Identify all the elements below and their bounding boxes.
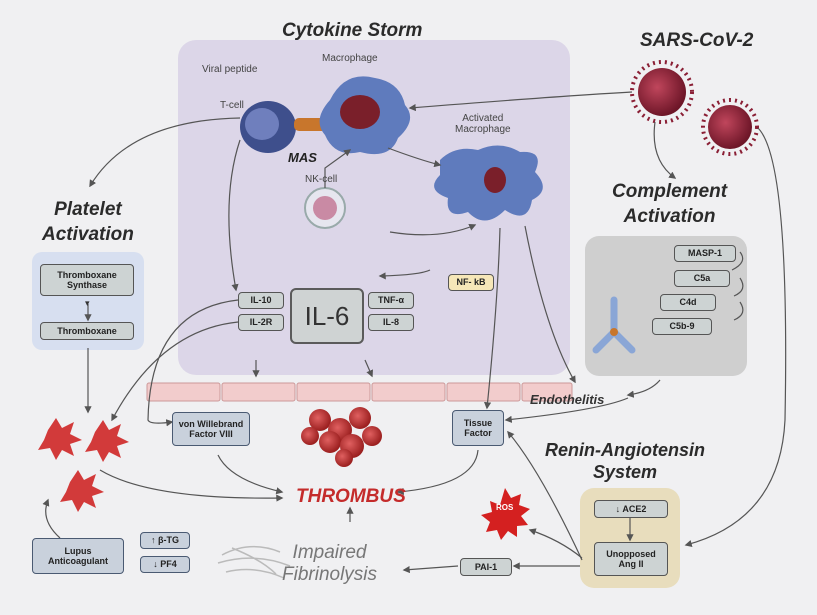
complement-activation-title: Complement Activation (612, 181, 728, 227)
pf4-box: ↓ PF4 (140, 556, 190, 573)
tissue-factor-box: Tissue Factor (452, 410, 504, 446)
nk-cell-icon (304, 187, 346, 229)
platelet-icon-2 (85, 420, 129, 462)
il-6-box: IL-6 (290, 288, 364, 344)
thrombus-label: THROMBUS (296, 486, 406, 507)
clot-icon (301, 407, 382, 467)
virus-icon-2 (701, 98, 759, 156)
pai-1-box: PAI-1 (460, 558, 512, 576)
activated-macrophage-icon (434, 145, 543, 221)
platelet-arrow-icon: ▾ (85, 298, 90, 308)
tnf-alpha-box: TNF-α (368, 292, 414, 309)
unopposed-ang-ii-box: Unopposed Ang II (594, 542, 668, 576)
c4d-box: C4d (660, 294, 716, 311)
thromboxane-box: Thromboxane (40, 322, 134, 340)
sars-cov-2-title: SARS-CoV-2 (640, 30, 754, 51)
masp-1-box: MASP-1 (674, 245, 736, 262)
beta-tg-box: ↑ β-TG (140, 532, 190, 549)
antibody-icon (592, 296, 636, 354)
ras-title: Renin-Angiotensin System (545, 440, 705, 482)
il-8-box: IL-8 (368, 314, 414, 331)
cytokine-storm-title: Cytokine Storm (282, 20, 423, 41)
ros-label: ROS (496, 503, 514, 512)
von-willebrand-factor-box: von Willebrand Factor VIII (172, 412, 250, 446)
t-cell-label: T-cell (220, 100, 244, 111)
c5b-9-box: C5b-9 (652, 318, 712, 335)
macrophage-label: Macrophage (322, 53, 378, 64)
platelet-icon-1 (38, 418, 82, 460)
thromboxane-synthase-box: Thromboxane Synthase (40, 264, 134, 296)
platelet-icon-3 (60, 470, 104, 512)
endothelitis-label: Endothelitis (530, 392, 605, 407)
nk-cell-label: NK-cell (305, 174, 338, 185)
mas-label: MAS (288, 150, 317, 165)
virus-icon-1 (630, 60, 694, 124)
lupus-anticoagulant-box: Lupus Anticoagulant (32, 538, 124, 574)
impaired-fibrinolysis-label: Impaired Fibrinolysis (282, 542, 378, 585)
t-cell-icon (240, 101, 328, 153)
il-10-box: IL-10 (238, 292, 284, 309)
macrophage-icon (319, 76, 411, 155)
connectors (42, 91, 787, 574)
fibrin-strands-icon (217, 546, 291, 579)
endothelium-layer (146, 382, 573, 402)
ace2-box: ↓ ACE2 (594, 500, 668, 518)
c5a-box: C5a (674, 270, 730, 287)
ros-burst-icon (481, 488, 530, 540)
il-2r-box: IL-2R (238, 314, 284, 331)
nf-kb-box: NF- kB (448, 274, 494, 291)
platelet-activation-title: Platelet Activation (42, 199, 134, 245)
activated-macrophage-label: Activated Macrophage (455, 113, 511, 135)
viral-peptide-label: Viral peptide (202, 64, 258, 75)
